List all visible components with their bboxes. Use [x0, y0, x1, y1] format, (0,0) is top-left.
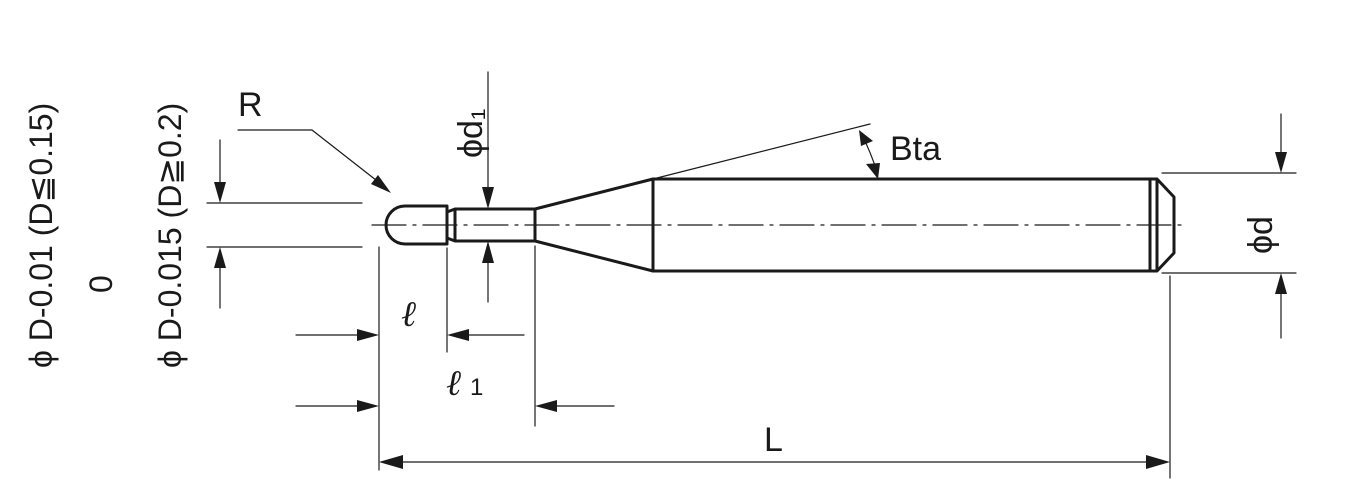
taper-angle-dimension	[652, 123, 880, 180]
shank-diameter-label: ϕd	[1242, 216, 1280, 254]
extension-lines	[378, 245, 1171, 479]
tolerance-line-2: 0	[83, 275, 119, 293]
tolerance-line-3: ϕ D-0.015 (D≧0.2)	[152, 103, 188, 368]
neck	[445, 207, 537, 243]
radius-label: R	[238, 86, 263, 124]
taper	[533, 177, 655, 273]
taper-angle-label: Bta	[890, 130, 941, 168]
tool-body	[384, 177, 1176, 273]
neck-diameter-label: ϕd₁	[452, 109, 490, 158]
neck-length-label: ℓ	[401, 294, 416, 335]
head-diameter-dimension	[206, 139, 363, 309]
tolerance-line-1: ϕ D-0.01 (D≦0.15)	[23, 103, 59, 368]
neck-length-1-label: ℓ	[446, 363, 461, 404]
ball-head	[384, 204, 449, 246]
overall-length-label: L	[764, 421, 783, 459]
neck-length-1-subscript: 1	[470, 374, 483, 401]
neck-length-1-dimension	[295, 400, 615, 412]
neck-diameter-dimension	[482, 71, 494, 303]
neck-length-dimension	[295, 329, 525, 341]
radius-leader	[237, 129, 391, 193]
shank-diameter-dimension	[1161, 113, 1297, 339]
overall-length-dimension	[379, 455, 1170, 469]
